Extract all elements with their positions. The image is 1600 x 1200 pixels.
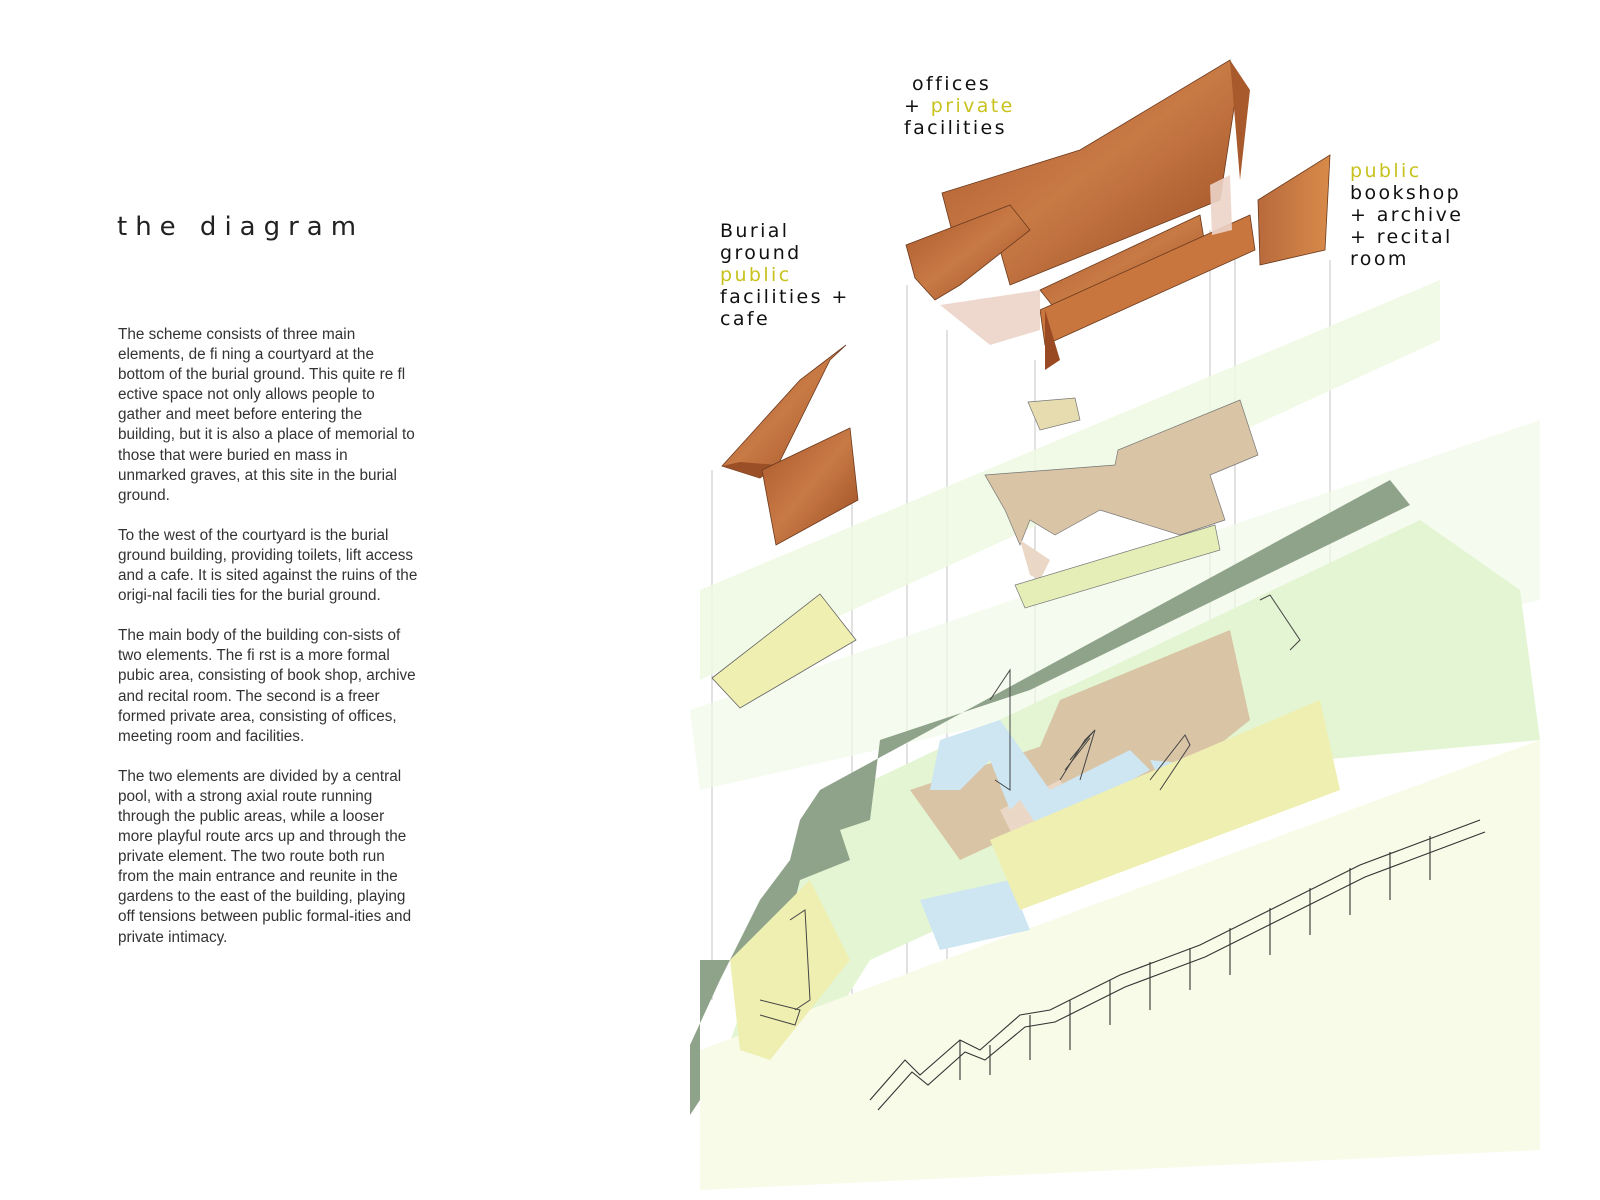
paragraph-2: To the west of the courtyard is the buri… — [118, 526, 418, 605]
paragraph-1: The scheme consists of three main elemen… — [118, 326, 415, 504]
body-text: The scheme consists of three main elemen… — [118, 325, 418, 968]
cafe-floor-plate — [711, 593, 857, 709]
label-bookshop: public bookshop + archive + recital room — [1350, 160, 1464, 270]
burial-ground-building — [721, 344, 859, 546]
page-title: the diagram — [117, 212, 365, 242]
paragraph-4: The two elements are divided by a centra… — [118, 767, 412, 946]
main-building-corten — [905, 59, 1331, 370]
exploded-axonometric-diagram — [690, 59, 1540, 1190]
label-offices: offices + private facilities — [904, 73, 1015, 139]
paragraph-3: The main body of the building con-sists … — [118, 627, 416, 745]
main-floor-plate — [984, 397, 1259, 609]
site-plan-base — [690, 480, 1540, 1190]
label-burial-ground: Burial ground public facilities + cafe — [720, 220, 850, 330]
